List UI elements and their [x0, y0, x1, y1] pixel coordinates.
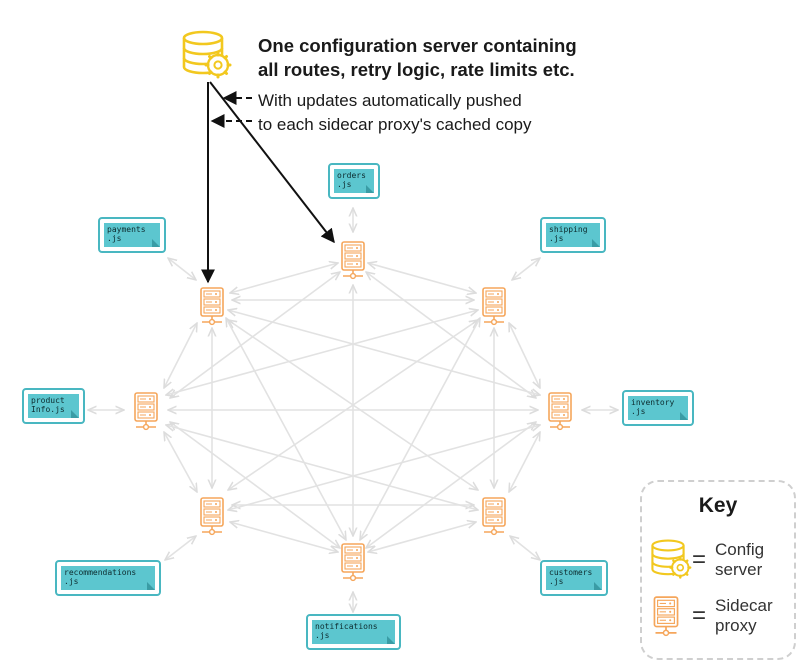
key-sidecar-label-line-1: Sidecar [715, 596, 773, 615]
mesh-edge [509, 432, 540, 492]
mesh-edge [368, 522, 476, 552]
config-push-arrows [201, 81, 335, 284]
sidecar-proxy-recommendations [200, 497, 224, 536]
service-file-label: notifications .js [312, 620, 395, 644]
service-edge [512, 258, 540, 280]
service-shipping: shipping .js [540, 217, 606, 253]
key-title: Key [698, 494, 738, 517]
sidecar-proxy-inventory [548, 392, 572, 431]
note-line-1: With updates automatically pushed [258, 91, 522, 110]
heading-line-2: all routes, retry logic, rate limits etc… [258, 59, 575, 80]
mesh-edge [164, 323, 197, 388]
service-file-label: recommendations .js [61, 566, 155, 590]
mesh-edge [230, 522, 338, 552]
heading-line-1: One configuration server containing [258, 35, 577, 56]
service-edge [165, 536, 196, 560]
sidecar-proxy-shipping [482, 287, 506, 326]
mesh-edge [226, 318, 346, 540]
mesh-edge [164, 432, 197, 492]
mesh-edge [368, 263, 476, 293]
push-arrow-orders-proxy [209, 81, 335, 244]
key-equals-sidecar: = [692, 602, 707, 629]
sidecar-proxy-notifications [341, 543, 365, 582]
mesh-edge [230, 263, 338, 293]
service-orders: orders .js [328, 163, 380, 199]
config-server-icon [182, 30, 232, 79]
service-file-label: payments .js [104, 223, 160, 247]
key-config-label-line-2: server [715, 560, 763, 579]
key-equals-config: = [692, 546, 707, 573]
service-file-label: product Info.js [28, 394, 79, 418]
service-notifications: notifications .js [306, 614, 401, 650]
service-inventory: inventory .js [622, 390, 694, 426]
key-legend: Key = Config server = Sidecar proxy [640, 480, 796, 660]
config-server-heading: One configuration server containing all … [258, 34, 618, 82]
sidecar-proxy-payments [200, 287, 224, 326]
service-recommendations: recommendations .js [55, 560, 161, 596]
mesh-edge [509, 323, 540, 388]
sidecar-proxy-orders [341, 241, 365, 280]
key-config-label: Config server [715, 540, 764, 580]
service-file-label: shipping .js [546, 223, 600, 247]
key-config-label-line-1: Config [715, 540, 765, 559]
service-customers: customers .js [540, 560, 608, 596]
mesh-connections [164, 263, 540, 552]
key-sidecar-label: Sidecar proxy [715, 596, 773, 636]
service-file-label: inventory .js [628, 396, 688, 420]
service-edge [510, 536, 540, 560]
service-file-label: customers .js [546, 566, 602, 590]
sidecar-proxy-productinfo [134, 392, 158, 431]
service-productinfo: product Info.js [22, 388, 85, 424]
mesh-edge [360, 318, 480, 540]
update-note: With updates automatically pushed to eac… [258, 89, 532, 137]
service-edge [168, 258, 196, 280]
service-file-label: orders .js [334, 169, 374, 193]
service-connections [88, 208, 618, 612]
key-sidecar-label-line-2: proxy [715, 616, 757, 635]
service-payments: payments .js [98, 217, 166, 253]
note-line-2: to each sidecar proxy's cached copy [258, 115, 532, 134]
sidecar-proxy-customers [482, 497, 506, 536]
